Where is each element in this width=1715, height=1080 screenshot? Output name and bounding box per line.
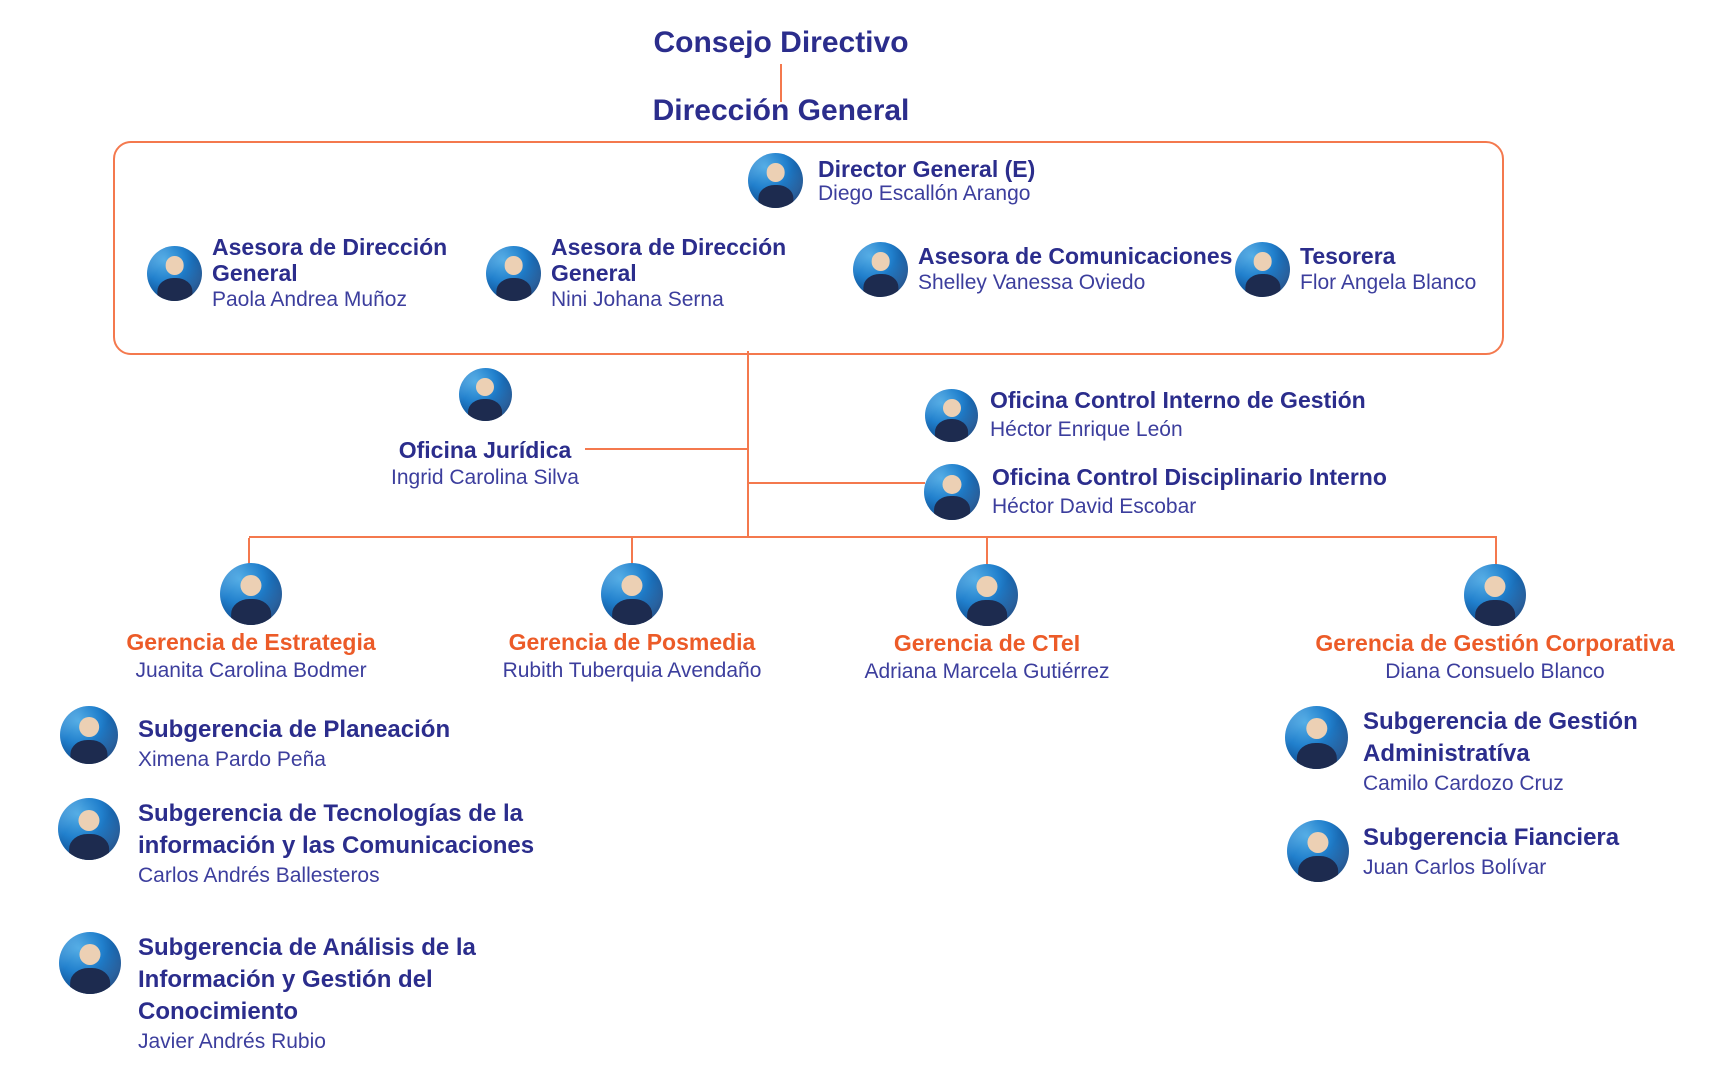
person-name: Paola Andrea Muñoz [212, 288, 407, 311]
role-title-line: Información y Gestión del [138, 966, 433, 993]
person-photo [1464, 564, 1526, 626]
role-title: Asesora de Comunicaciones [918, 243, 1233, 269]
role-title: Director General (E) [818, 155, 1036, 182]
role-title-line: Subgerencia de Análisis de la [138, 934, 476, 961]
stub-estrategia [248, 538, 250, 565]
gerencia-estrategia-block: Gerencia de Estrategia Juanita Carolina … [61, 563, 441, 684]
direccion-general-box [113, 141, 1504, 355]
person-photo [147, 246, 202, 301]
person-photo [601, 563, 663, 625]
person-name: Diego Escallón Arango [818, 181, 1031, 205]
tesorera-block: Tesorera Flor Angela Blanco [1235, 242, 1476, 297]
role-title-line: Subgerencia de Gestión [1363, 708, 1638, 735]
person-name: Diana Consuelo Blanco [1385, 660, 1605, 683]
person-photo [924, 464, 980, 520]
subgerencia-planeacion-block: Subgerencia de Planeación Ximena Pardo P… [60, 706, 450, 774]
stub-posmedia [631, 538, 633, 565]
asesora-comunicaciones-block: Asesora de Comunicaciones Shelley Vaness… [853, 242, 1232, 297]
person-name: Carlos Andrés Ballesteros [138, 864, 380, 887]
role-title: Oficina Control Interno de Gestión [990, 387, 1366, 413]
role-title: Oficina Jurídica [398, 437, 572, 463]
stub-gestion-corporativa [1495, 538, 1497, 566]
role-title: Subgerencia de Planeación [138, 716, 451, 743]
person-photo [1287, 820, 1349, 882]
gerencia-gestion-corporativa-block: Gerencia de Gestión Corporativa Diana Co… [1305, 564, 1685, 685]
person-photo [956, 564, 1018, 626]
subgerencia-financiera-block: Subgerencia Fianciera Juan Carlos Bolíva… [1287, 820, 1619, 882]
person-name: Juan Carlos Bolívar [1363, 856, 1547, 879]
title-direccion-general: Dirección General [652, 94, 910, 127]
trunk-line [747, 351, 749, 538]
role-title: Oficina Control Disciplinario Interno [992, 464, 1387, 490]
asesora-direccion-2-block: Asesora de Dirección General Nini Johana… [486, 234, 786, 313]
director-general-block: Director General (E) Diego Escallón Aran… [748, 153, 1035, 208]
person-name: Ingrid Carolina Silva [391, 466, 579, 489]
person-name: Shelley Vanessa Oviedo [918, 271, 1146, 294]
title-consejo-directivo: Consejo Directivo [653, 26, 909, 59]
person-name: Flor Angela Blanco [1300, 271, 1477, 294]
subgerencia-tecnologias-block: Subgerencia de Tecnologías de la informa… [58, 798, 534, 890]
person-name: Juanita Carolina Bodmer [135, 659, 367, 682]
person-photo [59, 932, 121, 994]
asesora-direccion-1-block: Asesora de Dirección General Paola Andre… [147, 234, 447, 313]
person-photo [60, 706, 118, 764]
gerencia-posmedia-block: Gerencia de Posmedia Rubith Tuberquia Av… [442, 563, 822, 684]
person-photo [486, 246, 541, 301]
person-name: Rubith Tuberquia Avendaño [502, 659, 762, 682]
gerencia-ctei-block: Gerencia de CTeI Adriana Marcela Gutiérr… [797, 564, 1177, 685]
subgerencia-gestion-administrativa-block: Subgerencia de Gestión Administratíva Ca… [1285, 706, 1638, 798]
role-title-line: Conocimiento [138, 998, 298, 1025]
role-title-line: Asesora de Dirección [212, 234, 448, 260]
role-title-line: Subgerencia de Tecnologías de la [138, 800, 523, 827]
person-photo [925, 388, 978, 442]
person-photo [220, 563, 282, 625]
person-photo [458, 368, 512, 421]
person-photo [58, 798, 120, 860]
role-title-line: información y las Comunicaciones [138, 832, 535, 859]
person-name: Héctor David Escobar [992, 495, 1197, 518]
subgerencia-analisis-block: Subgerencia de Análisis de la Informació… [59, 932, 476, 1056]
person-name: Héctor Enrique León [990, 418, 1183, 441]
director-photo [748, 153, 803, 208]
managements-sibling-line [249, 536, 1497, 538]
person-photo [1285, 706, 1348, 769]
oficina-juridica-block: Oficina Jurídica Ingrid Carolina Silva [355, 368, 615, 491]
oficina-control-disciplinario-block: Oficina Control Disciplinario Interno Hé… [924, 464, 1387, 520]
role-title-line: Asesora de Dirección [551, 234, 787, 260]
person-name: Nini Johana Serna [551, 288, 724, 311]
role-title-line: General [551, 260, 637, 286]
oficina-control-interno-block: Oficina Control Interno de Gestión Hécto… [925, 387, 1366, 443]
management-title: Gerencia de Gestión Corporativa [1315, 630, 1675, 656]
role-title: Tesorera [1300, 243, 1396, 269]
person-photo [1235, 242, 1290, 297]
role-title-line: General [212, 260, 298, 286]
connector-consejo-direccion [780, 64, 782, 102]
stub-ctei [986, 538, 988, 566]
management-title: Gerencia de Estrategia [126, 629, 376, 655]
management-title: Gerencia de Posmedia [508, 629, 756, 655]
juridica-branch-line [585, 448, 747, 450]
person-name: Camilo Cardozo Cruz [1363, 772, 1564, 795]
person-photo [853, 242, 908, 297]
person-name: Ximena Pardo Peña [138, 748, 326, 771]
person-name: Adriana Marcela Gutiérrez [864, 660, 1110, 683]
management-title: Gerencia de CTeI [893, 630, 1081, 656]
person-name: Javier Andrés Rubio [138, 1030, 326, 1053]
role-title: Subgerencia Fianciera [1363, 824, 1620, 851]
role-title-line: Administratíva [1363, 740, 1530, 767]
disciplinario-branch-line [749, 482, 925, 484]
